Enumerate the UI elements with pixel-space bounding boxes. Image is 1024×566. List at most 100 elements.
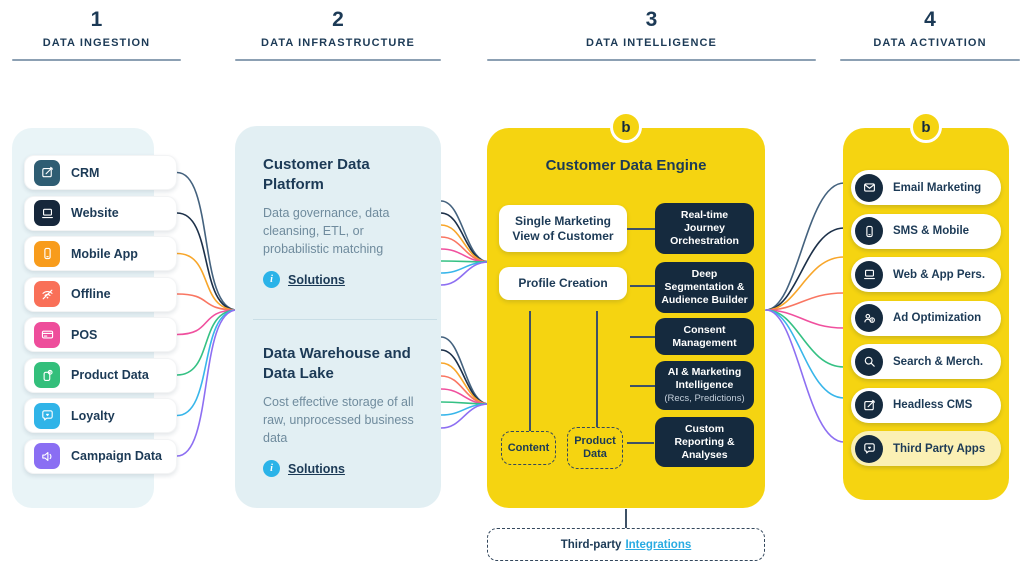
cms-icon [855, 391, 883, 419]
box-single-marketing-view: Single Marketing View of Customer [499, 205, 627, 252]
column-underline [487, 59, 816, 61]
column-underline [12, 59, 181, 61]
ingestion-panel: CRM Website Mobile App Offline POS [12, 128, 177, 508]
section-title: Customer Data Platform [263, 156, 370, 193]
connector-line [630, 285, 655, 287]
column-header-data-ingestion: 1 DATA INGESTION [12, 8, 181, 61]
source-item-label: Loyalty [71, 408, 115, 423]
box-label: AI & Marketing Intelligence [667, 366, 742, 391]
column-header-data-intelligence: 3 DATA INTELLIGENCE [487, 8, 816, 61]
activation-item-label: Third Party Apps [893, 442, 986, 455]
column-number: 2 [332, 8, 344, 31]
box-sub-label: (Recs, Predictions) [664, 393, 745, 404]
connector-line [627, 442, 654, 444]
connector-line [625, 509, 627, 528]
box-realtime-journey-orchestration: Real-time Journey Orchestration [655, 203, 754, 254]
smartphone-icon [34, 240, 60, 267]
activation-panel: b Email Marketing SMS & Mobile Web & App… [843, 111, 1009, 500]
activation-item-label: Email Marketing [893, 181, 982, 194]
search-icon [855, 347, 883, 376]
solutions-link-warehouse[interactable]: i Solutions [263, 460, 427, 477]
section-title: Data Warehouse and Data Lake [263, 345, 411, 382]
column-label: DATA INTELLIGENCE [586, 37, 717, 49]
customer-data-engine-panel: b Customer Data Engine Single Marketing … [487, 111, 765, 508]
crm-icon [34, 159, 60, 186]
source-item-label: Mobile App [71, 246, 138, 261]
activation-item-email-marketing: Email Marketing [851, 170, 1001, 205]
box-content: Content [501, 431, 556, 465]
infrastructure-panel: Customer Data Platform Data governance, … [235, 126, 441, 508]
column-label: DATA INGESTION [42, 37, 151, 49]
chat-heart-icon [34, 402, 60, 429]
solutions-link-cdp[interactable]: i Solutions [263, 271, 427, 288]
speaker-icon [34, 443, 60, 469]
source-item-label: Offline [71, 287, 111, 301]
chat-heart-icon [855, 434, 883, 463]
section-data-warehouse: Data Warehouse and Data Lake Cost effect… [263, 344, 427, 477]
box-custom-reporting: Custom Reporting & Analyses [655, 417, 754, 467]
smartphone-icon [855, 217, 883, 245]
ad-audience-icon [855, 304, 883, 332]
activation-item-label: Web & App Pers. [893, 268, 986, 281]
source-item-campaign-data: Campaign Data [24, 438, 177, 474]
section-divider [253, 319, 437, 320]
product-tag-icon [34, 362, 60, 388]
bloomreach-logo-badge: b [610, 111, 642, 143]
info-icon: i [263, 460, 280, 477]
connector-line [630, 385, 655, 387]
section-description: Data governance, data cleansing, ETL, or… [263, 206, 390, 256]
source-item-loyalty: Loyalty [24, 398, 177, 433]
third-party-integrations-box: Third-party Integrations [487, 528, 765, 561]
activation-item-label: Headless CMS [893, 399, 973, 411]
source-item-offline: Offline [24, 276, 177, 312]
laptop-icon [855, 260, 883, 289]
connector-line [630, 336, 655, 338]
column-underline [235, 59, 441, 61]
source-item-mobile-app: Mobile App [24, 236, 177, 271]
column-underline [840, 59, 1020, 61]
source-item-pos: POS [24, 317, 177, 352]
activation-item-label: Search & Merch. [893, 355, 984, 368]
activation-item-search-merch: Search & Merch. [851, 344, 1001, 379]
box-consent-management: Consent Management [655, 318, 754, 355]
activation-item-sms-mobile: SMS & Mobile [851, 213, 1001, 249]
solutions-link-label[interactable]: Solutions [288, 272, 345, 287]
wifi-off-icon [34, 281, 60, 307]
column-header-data-activation: 4 DATA ACTIVATION [840, 8, 1020, 61]
column-number: 4 [924, 8, 936, 31]
activation-item-ad-optimization: Ad Optimization [851, 300, 1001, 336]
box-deep-segmentation: Deep Segmentation & Audience Builder [655, 262, 754, 313]
activation-item-label: SMS & Mobile [893, 225, 970, 237]
source-item-product-data: Product Data [24, 357, 177, 393]
activation-item-web-app-pers: Web & App Pers. [851, 257, 1001, 292]
column-label: DATA ACTIVATION [873, 37, 987, 49]
laptop-icon [34, 200, 60, 226]
source-item-website: Website [24, 195, 177, 231]
activation-item-label: Ad Optimization [893, 312, 982, 324]
column-label: DATA INFRASTRUCTURE [261, 37, 415, 49]
credit-card-icon [34, 321, 60, 348]
box-profile-creation: Profile Creation [499, 267, 627, 300]
source-item-label: Website [71, 206, 119, 220]
source-item-label: CRM [71, 165, 100, 180]
connector-line [627, 228, 655, 230]
integrations-link[interactable]: Integrations [625, 538, 692, 551]
section-description: Cost effective storage of all raw, unpro… [263, 395, 414, 445]
activation-item-third-party-apps: Third Party Apps [851, 431, 1001, 466]
box-product-data: Product Data [567, 427, 623, 469]
column-header-data-infrastructure: 2 DATA INFRASTRUCTURE [235, 8, 441, 61]
column-number: 1 [90, 8, 103, 31]
source-item-crm: CRM [24, 155, 177, 190]
source-item-label: POS [71, 327, 98, 342]
connector-line [596, 311, 598, 427]
engine-title: Customer Data Engine [545, 157, 707, 174]
bloomreach-logo-badge: b [910, 111, 942, 143]
column-number: 3 [645, 8, 658, 31]
activation-item-headless-cms: Headless CMS [851, 387, 1001, 423]
source-item-label: Product Data [71, 368, 149, 382]
section-customer-data-platform: Customer Data Platform Data governance, … [263, 155, 427, 288]
solutions-link-label[interactable]: Solutions [288, 461, 345, 476]
info-icon: i [263, 271, 280, 288]
source-item-label: Campaign Data [71, 449, 162, 463]
